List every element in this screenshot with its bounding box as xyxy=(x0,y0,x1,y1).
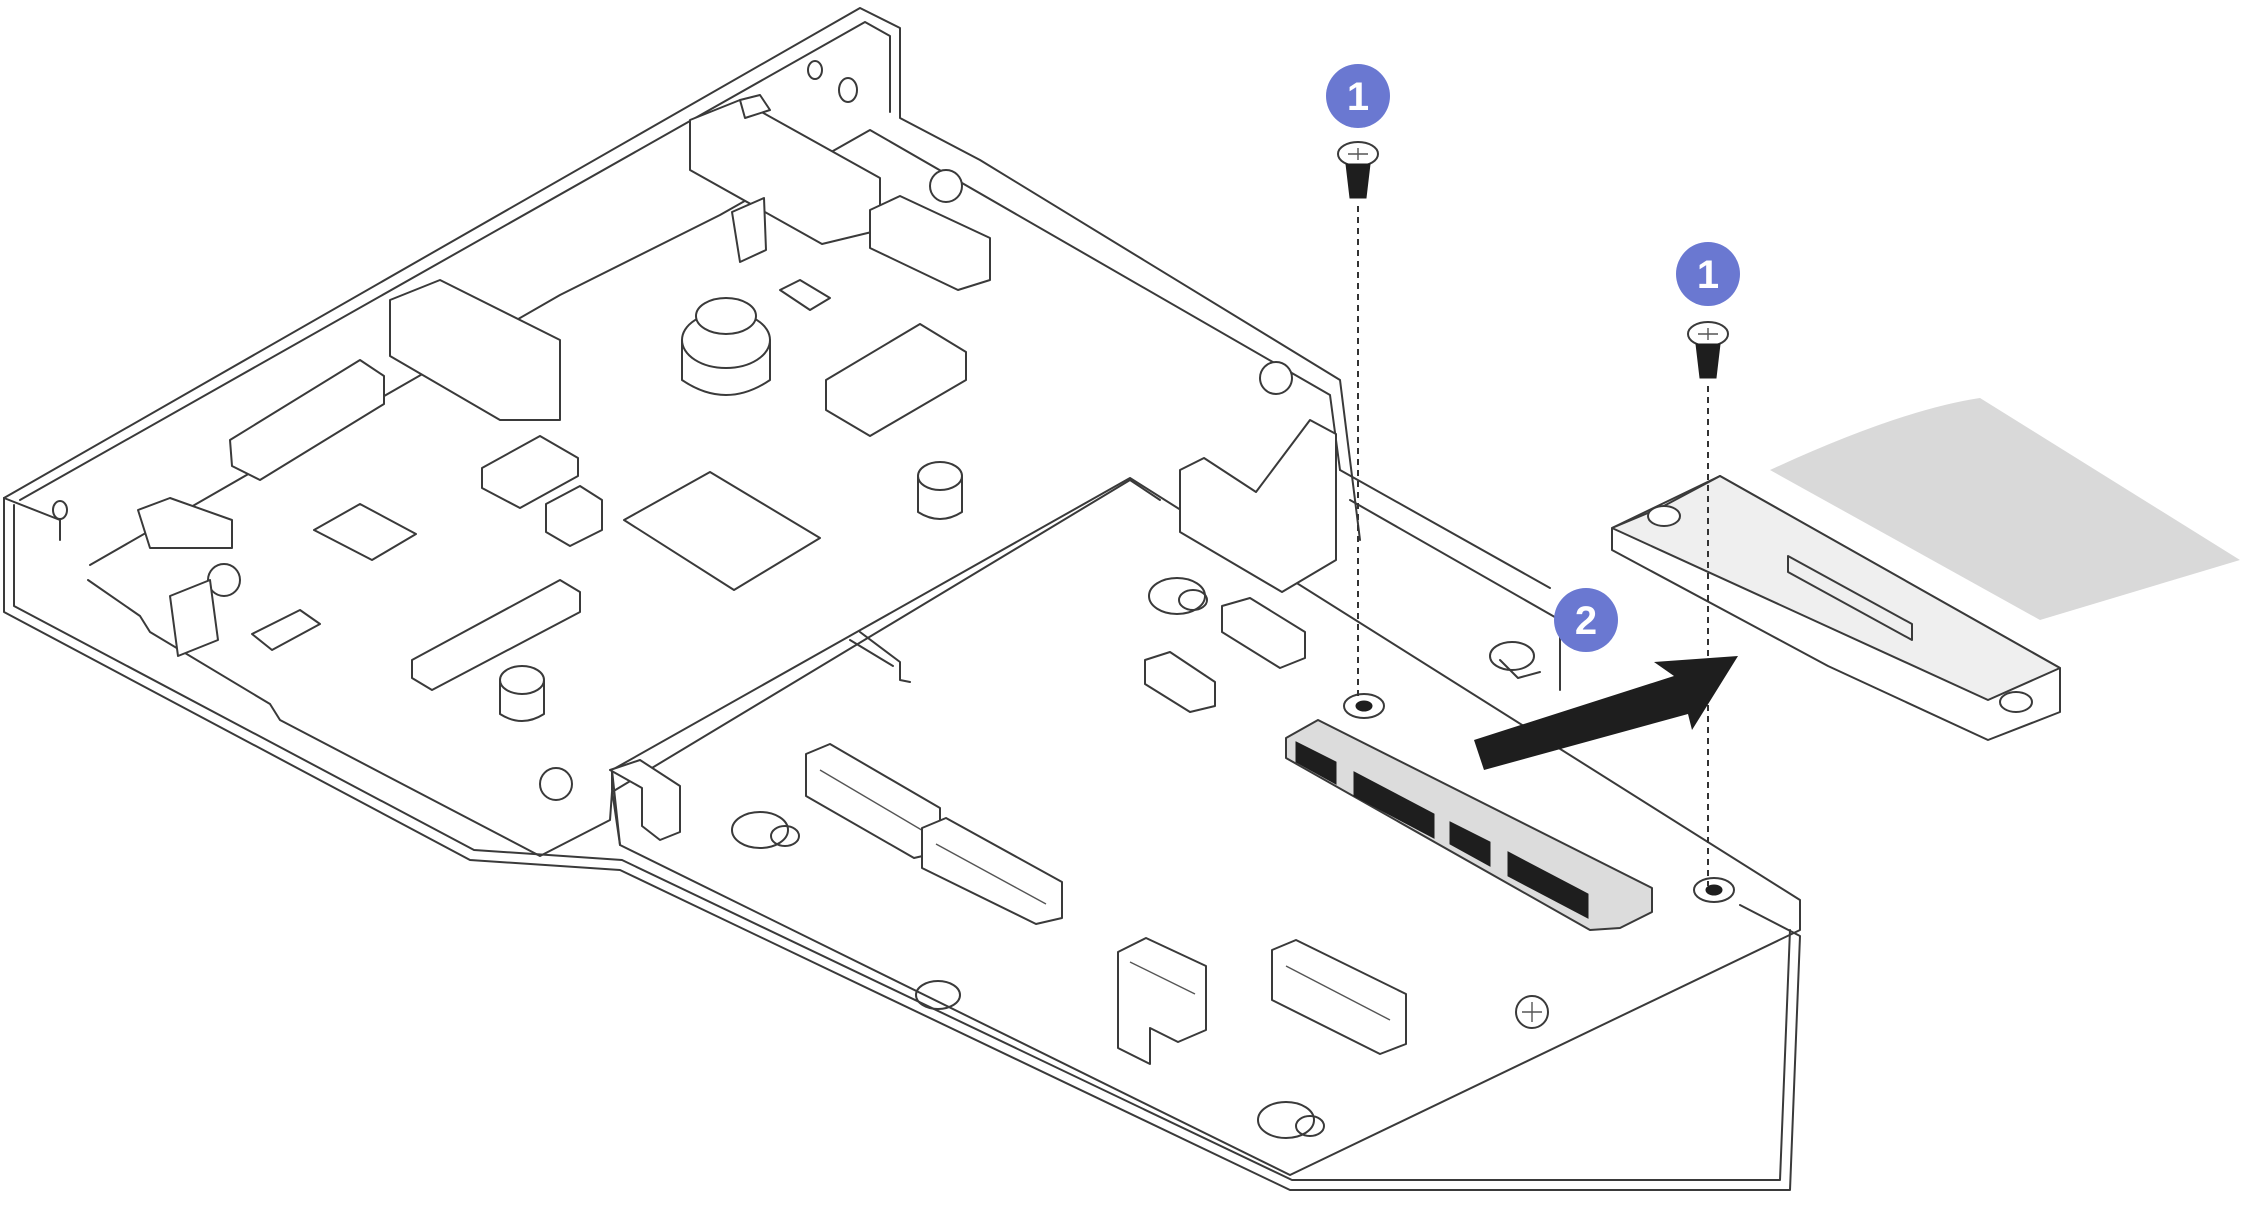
direction-arrow-icon xyxy=(1474,656,1738,770)
chassis-tray xyxy=(3,7,1801,1191)
riser-connector xyxy=(1285,693,1735,931)
upper-board-components xyxy=(137,94,1337,801)
cable-assembly xyxy=(1611,398,2240,741)
callout-badge-1-left: 1 xyxy=(1326,64,1390,128)
screw-icon xyxy=(1687,321,1729,379)
callout-badge-1-right: 1 xyxy=(1676,242,1740,306)
svg-text:2: 2 xyxy=(1575,599,1597,643)
callout-badge-2: 2 xyxy=(1554,588,1618,652)
svg-text:1: 1 xyxy=(1347,75,1369,119)
svg-text:1: 1 xyxy=(1697,253,1719,297)
lower-board xyxy=(609,477,1801,1176)
screw-icon xyxy=(1337,141,1379,199)
board-screw xyxy=(207,169,1293,801)
